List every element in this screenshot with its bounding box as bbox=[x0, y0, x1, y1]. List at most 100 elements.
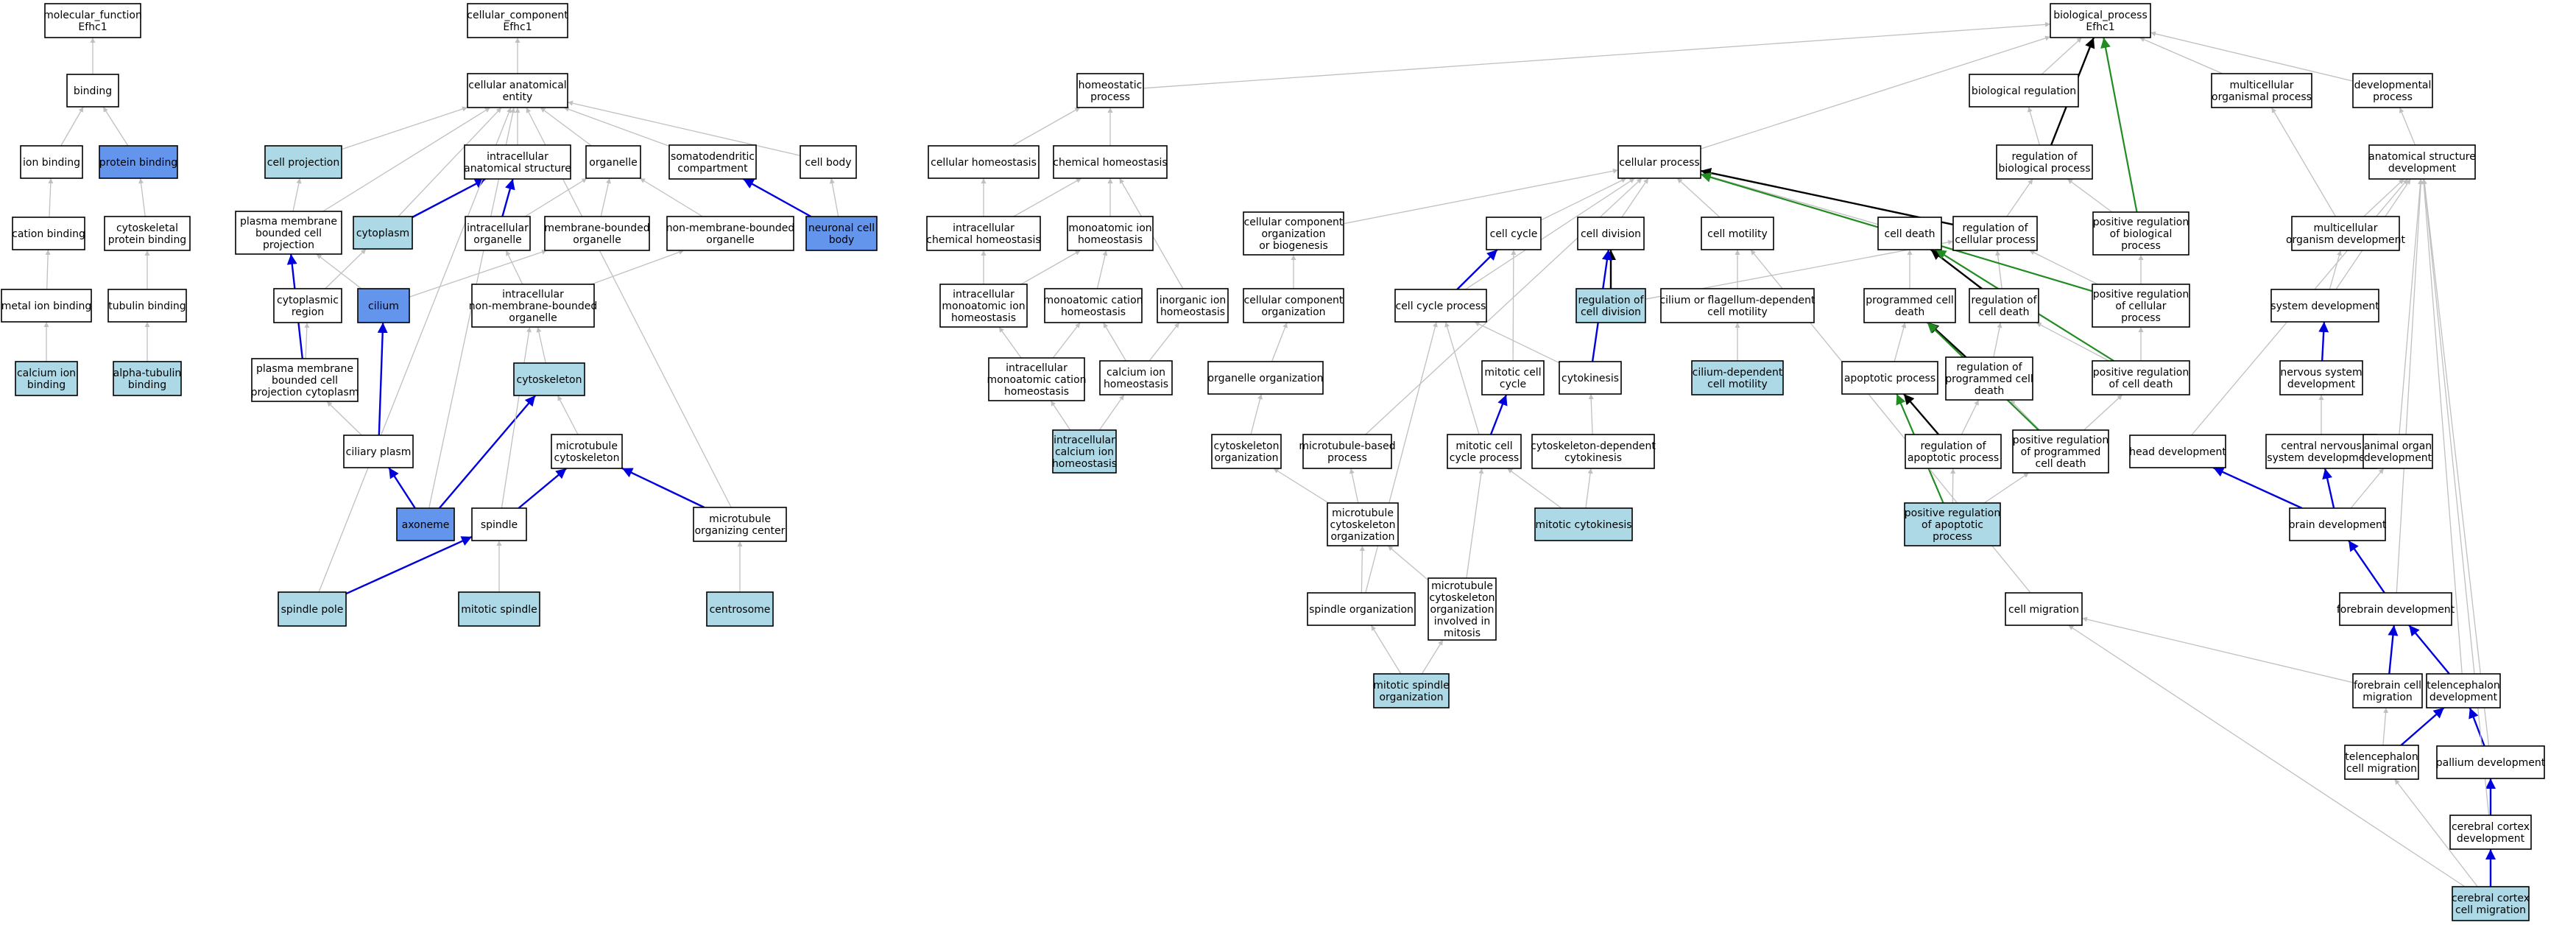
node-apoptotic-process[interactable]: apoptotic process bbox=[1841, 361, 1938, 395]
node-biological-regulation[interactable]: biological regulation bbox=[1969, 74, 2079, 108]
node-cation-binding[interactable]: cation binding bbox=[12, 217, 85, 250]
node-centrosome[interactable]: centrosome bbox=[706, 591, 774, 627]
node-cell-cycle-process[interactable]: cell cycle process bbox=[1394, 289, 1487, 323]
node-cell-cycle[interactable]: cell cycle bbox=[1486, 217, 1542, 250]
node-metal-ion-binding[interactable]: metal ion binding bbox=[1, 289, 92, 323]
node-cilium[interactable]: cilium bbox=[357, 288, 410, 323]
node-binding[interactable]: binding bbox=[66, 74, 119, 108]
node-pallium-development[interactable]: pallium development bbox=[2436, 745, 2546, 779]
node-system-development[interactable]: system development bbox=[2270, 289, 2379, 323]
node-axoneme[interactable]: axoneme bbox=[396, 507, 455, 541]
node-tubulin-binding[interactable]: tubulin binding bbox=[107, 289, 187, 323]
node-mitotic-spindle[interactable]: mitotic spindle bbox=[458, 591, 540, 627]
node-head-development[interactable]: head development bbox=[2129, 435, 2226, 468]
node-cell-division[interactable]: cell division bbox=[1577, 217, 1645, 250]
node-cellular-homeostasis[interactable]: cellular homeostasis bbox=[928, 145, 1040, 179]
node-spindle[interactable]: spindle bbox=[471, 507, 527, 541]
node-chemical-homeostasis[interactable]: chemical homeostasis bbox=[1053, 145, 1168, 179]
node-brain-development[interactable]: brain development bbox=[2289, 507, 2387, 541]
node-spindle-organization[interactable]: spindle organization bbox=[1307, 592, 1416, 626]
node-ciliary-plasm[interactable]: ciliary plasm bbox=[343, 435, 414, 468]
node-ion-binding[interactable]: ion binding bbox=[20, 145, 83, 179]
node-cellular-process[interactable]: cellular process bbox=[1617, 145, 1701, 179]
node-cytoplasm[interactable]: cytoplasm bbox=[353, 216, 413, 250]
node-cytokinesis[interactable]: cytokinesis bbox=[1559, 361, 1622, 395]
node-spindle-pole[interactable]: spindle pole bbox=[278, 591, 347, 627]
node-cell-death[interactable]: cell death bbox=[1877, 217, 1942, 250]
node-forebrain-development[interactable]: forebrain development bbox=[2337, 592, 2455, 626]
node-mitotic-cytokinesis[interactable]: mitotic cytokinesis bbox=[1534, 507, 1633, 541]
node-organelle-organization[interactable]: organelle organization bbox=[1207, 361, 1324, 395]
node-cytoskeleton[interactable]: cytoskeleton bbox=[513, 362, 585, 396]
node-cell-projection[interactable]: cell projection bbox=[264, 145, 342, 179]
node-cell-motility[interactable]: cell motility bbox=[1701, 217, 1774, 250]
node-protein-binding[interactable]: protein binding bbox=[99, 145, 178, 179]
node-organelle[interactable]: organelle bbox=[585, 145, 641, 179]
node-cell-body[interactable]: cell body bbox=[800, 145, 857, 179]
